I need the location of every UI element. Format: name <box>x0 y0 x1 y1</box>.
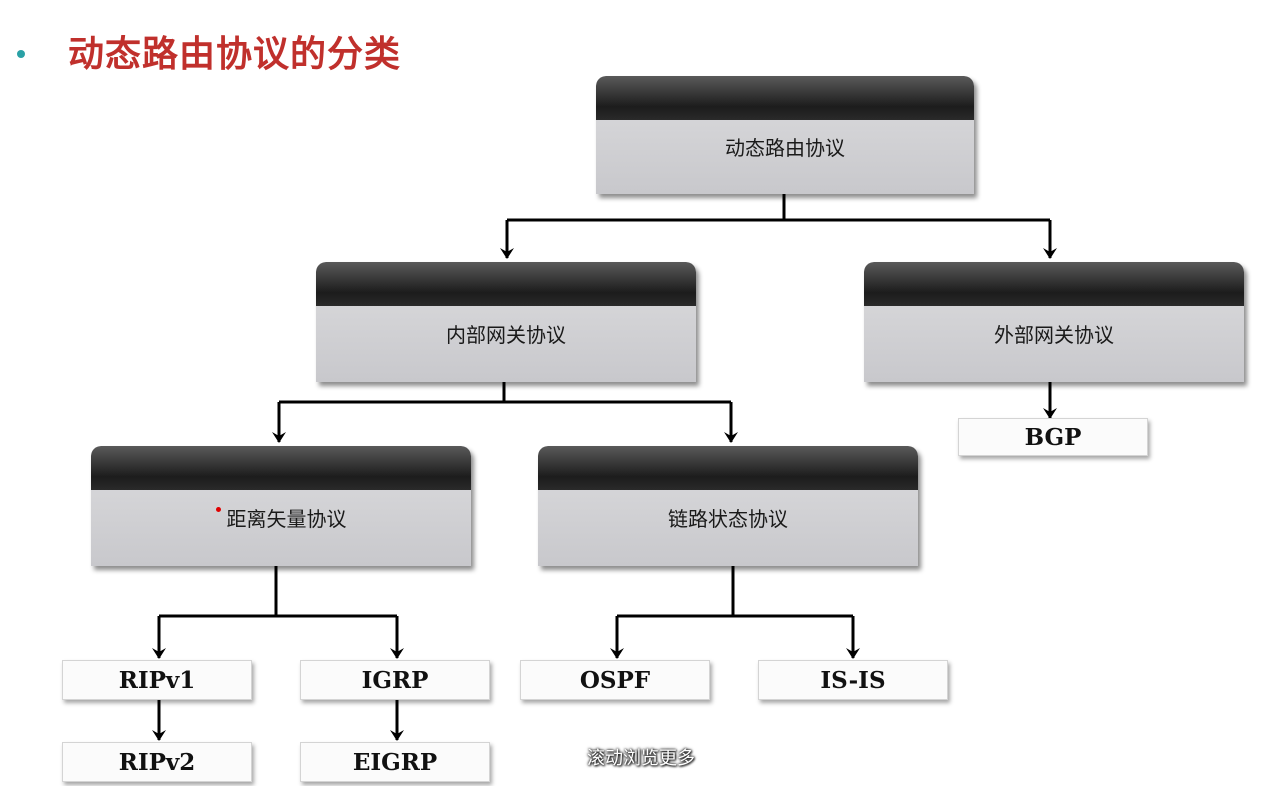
node-header-bar <box>91 446 471 490</box>
node-header-bar <box>596 76 974 120</box>
title-bullet <box>17 50 25 58</box>
leaf-igrp: IGRP <box>300 660 490 700</box>
leaf-isis: IS-IS <box>758 660 948 700</box>
node-link-state-label: 链路状态协议 <box>668 506 788 531</box>
node-header-bar <box>316 262 696 306</box>
node-egp: 外部网关协议 <box>864 262 1244 382</box>
leaf-bgp: BGP <box>958 418 1148 456</box>
connector-root-left <box>507 194 786 222</box>
node-distance-vector: 距离矢量协议 <box>91 446 471 566</box>
red-dot-marker <box>215 506 221 512</box>
node-header-bar <box>864 262 1244 306</box>
connector-igp-left <box>279 382 506 404</box>
leaf-ripv2: RIPv2 <box>62 742 252 782</box>
node-root-label: 动态路由协议 <box>725 135 845 160</box>
node-igp-label: 内部网关协议 <box>446 322 566 347</box>
node-igp: 内部网关协议 <box>316 262 696 382</box>
node-distance-vector-label: 距离矢量协议 <box>226 506 347 531</box>
connector-dv-left <box>159 566 278 618</box>
node-root: 动态路由协议 <box>596 76 974 194</box>
node-header-bar <box>538 446 918 490</box>
scroll-more-hint[interactable]: 滚动浏览更多 <box>587 748 695 769</box>
leaf-ospf: OSPF <box>520 660 710 700</box>
slide-title: 动态路由协议的分类 <box>68 34 402 75</box>
node-egp-label: 外部网关协议 <box>994 322 1114 347</box>
connector-ls-left <box>617 566 735 618</box>
leaf-ripv1: RIPv1 <box>62 660 252 700</box>
node-link-state: 链路状态协议 <box>538 446 918 566</box>
leaf-eigrp: EIGRP <box>300 742 490 782</box>
